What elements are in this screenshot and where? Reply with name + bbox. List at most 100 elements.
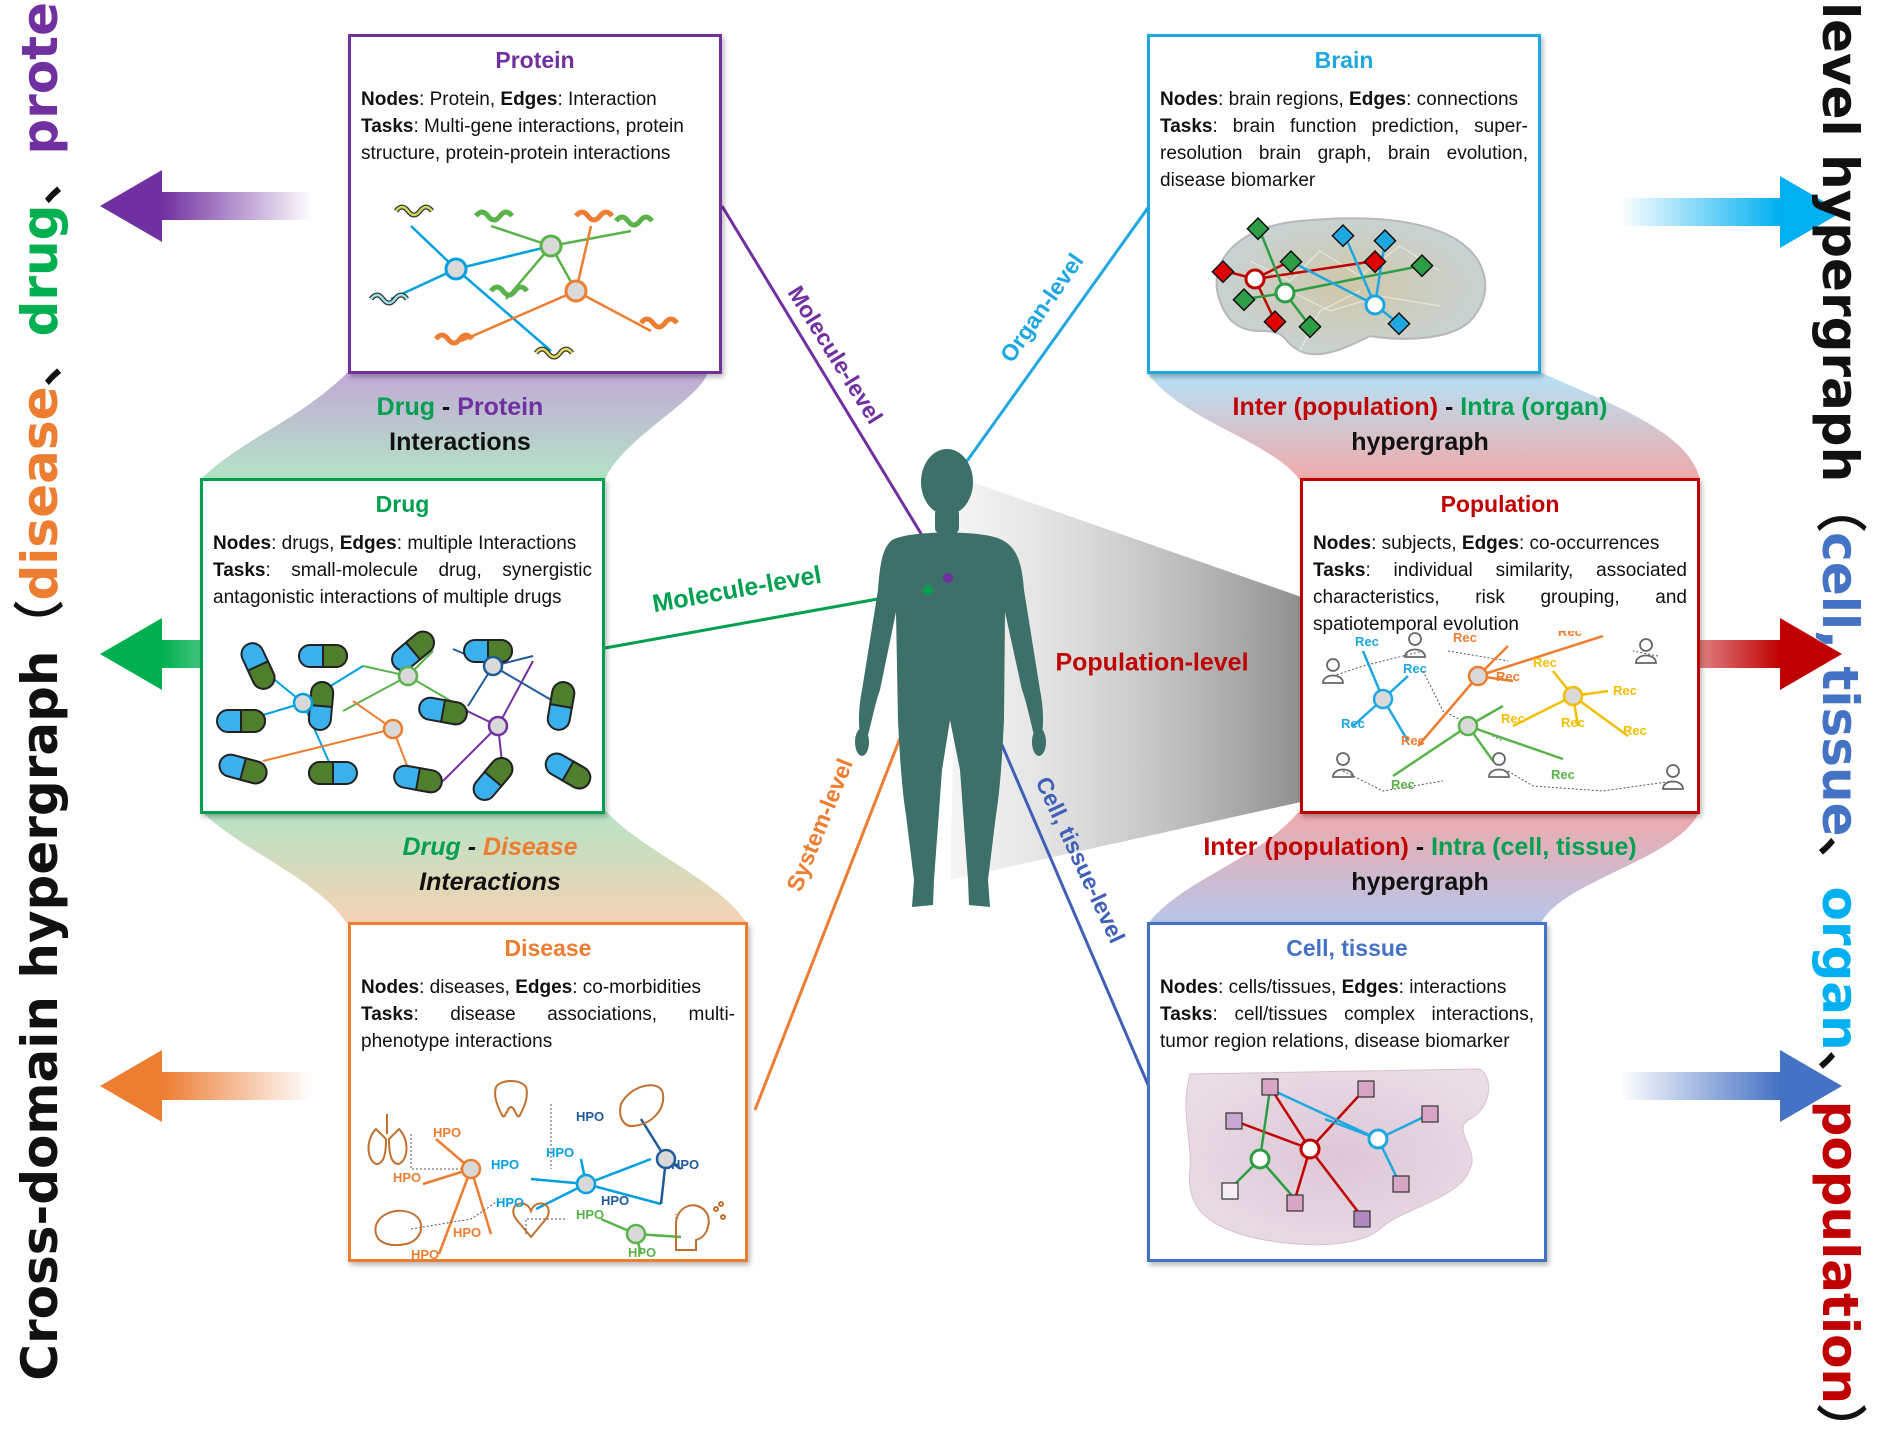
brain-population-band — [1147, 372, 1700, 480]
rec-label: Rec — [1401, 733, 1425, 748]
person-icon — [1332, 752, 1354, 778]
hpo-label: HPO — [671, 1157, 699, 1172]
cell-title: Cell, tissue — [1286, 935, 1408, 961]
person-icon — [1404, 632, 1426, 658]
rec-label: Rec — [1403, 661, 1427, 676]
population-nodes-line: Nodes: subjects, Edges: co-occurrences — [1313, 533, 1660, 554]
hpo-label: HPO — [491, 1157, 519, 1172]
person-icons — [1322, 632, 1684, 790]
right-title-sep2: 、 — [1811, 1050, 1869, 1101]
disease-title: Disease — [504, 935, 592, 961]
molecule-level-drug-line — [604, 588, 929, 650]
right-title-sep1: 、 — [1811, 836, 1869, 887]
population-cone — [950, 478, 1310, 880]
population-cell-band — [1147, 810, 1700, 925]
left-title-protein: protein — [11, 0, 69, 155]
left-title-drug: drug — [11, 204, 69, 337]
brain-title: Brain — [1314, 47, 1374, 73]
rec-label: Rec — [1558, 631, 1582, 639]
population-hypergraph-illustration: Rec Rec Rec Rec Rec Rec Rec Rec Rec Rec … — [1322, 631, 1684, 792]
drug-disease-label: Drug - Disease Interactions — [402, 833, 578, 896]
diagram-canvas — [100, 170, 1842, 1122]
organ-level-line — [950, 197, 1157, 483]
protein-hypergraph-illustration — [369, 204, 679, 360]
protein-helix-icons — [369, 204, 679, 360]
hpo-label: HPO — [601, 1193, 629, 1208]
hpo-label: HPO — [496, 1195, 524, 1210]
protein-title: Protein — [495, 47, 575, 73]
left-title-sep1: 、 — [11, 336, 69, 387]
drug-disease-band — [200, 810, 748, 925]
protein-tasks-line: Tasks: Multi-gene interactions, protein … — [361, 116, 684, 164]
cell-tissue-box: Cell, tissue Nodes: cells/tissues, Edges… — [1147, 922, 1547, 1262]
drug-nodes-line: Nodes: drugs, Edges: multiple Interactio… — [213, 533, 577, 554]
person-icon — [1488, 752, 1510, 778]
tooth-icon — [494, 1080, 528, 1118]
rec-label: Rec — [1341, 716, 1365, 731]
population-box: Population Nodes: subjects, Edges: co-oc… — [1300, 478, 1700, 814]
brain-tasks-line: Tasks: brain function prediction, super-… — [1160, 116, 1528, 191]
right-title-prefix: Cross-level hypergraph（ — [1811, 0, 1869, 533]
disease-organ-icons — [367, 1080, 726, 1251]
drug-box: Drug Nodes: drugs, Edges: multiple Inter… — [200, 478, 605, 814]
arrow-left-disease — [100, 1050, 312, 1122]
rec-label: Rec — [1496, 669, 1520, 684]
brain-box: Brain Nodes: brain regions, Edges: conne… — [1147, 34, 1541, 374]
arrow-right-cell — [1620, 1050, 1842, 1122]
right-title-cell: cell, tissue — [1811, 532, 1869, 837]
rec-label: Rec — [1561, 715, 1585, 730]
arrow-right-organ — [1620, 176, 1842, 248]
head-icon — [675, 1201, 726, 1251]
cell-tasks-line: Tasks: cell/tissues complex interactions… — [1160, 1004, 1534, 1052]
left-title-prefix: Cross-domain hypergraph（ — [11, 600, 69, 1381]
cell-nodes-line: Nodes: cells/tissues, Edges: interaction… — [1160, 977, 1507, 998]
left-title-disease: disease — [11, 386, 69, 601]
person-icon — [1635, 638, 1657, 664]
human-body-icon — [855, 449, 1046, 907]
brain-icon — [374, 1209, 423, 1247]
disease-hypergraph-illustration: HPO HPO HPO HPO HPO HPO HPO HPO HPO HPO … — [367, 1080, 726, 1259]
left-vertical-title: Cross-domain hypergraph（disease、drug、pro… — [11, 0, 69, 1381]
tissue-slide-icon — [1185, 1068, 1490, 1246]
rec-label: Rec — [1391, 777, 1415, 792]
rec-label: Rec — [1533, 655, 1557, 670]
rec-label: Rec — [1551, 767, 1575, 782]
right-title-organ: organ — [1811, 886, 1869, 1051]
drug-hypergraph-illustration — [216, 630, 592, 801]
hpo-label: HPO — [433, 1125, 461, 1140]
left-title-sep2: 、 — [11, 154, 69, 205]
rec-label: Rec — [1501, 711, 1525, 726]
protein-box: Protein Nodes: Protein, Edges: Interacti… — [348, 34, 722, 374]
rec-label: Rec — [1453, 631, 1477, 645]
pill-icons — [216, 630, 592, 801]
hpo-label: HPO — [576, 1109, 604, 1124]
disease-tasks-line: Tasks: disease associations, multi-pheno… — [361, 1004, 735, 1052]
person-icon — [1322, 658, 1344, 684]
person-icon — [1662, 764, 1684, 790]
inter-organ-label: Inter (population) - Intra (organ) hyper… — [1232, 393, 1608, 456]
right-title-suffix: ） — [1811, 1404, 1869, 1454]
disease-nodes-line: Nodes: diseases, Edges: co-morbidities — [361, 977, 702, 998]
inter-cell-label: Inter (population) - Intra (cell, tissue… — [1203, 833, 1637, 896]
hpo-label: HPO — [628, 1245, 656, 1259]
brain-nodes-line: Nodes: brain regions, Edges: connections — [1160, 89, 1519, 110]
rec-label: Rec — [1623, 723, 1647, 738]
population-level-label: Population-level — [1055, 648, 1249, 677]
hpo-label: HPO — [411, 1247, 439, 1259]
arrow-left-protein — [100, 170, 312, 242]
liver-icon — [619, 1084, 665, 1128]
rec-label: Rec — [1355, 634, 1379, 649]
drug-protein-label: Drug - Protein Interactions — [376, 393, 544, 456]
drug-title: Drug — [375, 491, 430, 517]
right-vertical-title: Cross-level hypergraph（cell, tissue、orga… — [1811, 0, 1869, 1454]
hpo-label: HPO — [546, 1145, 574, 1160]
rec-label: Rec — [1613, 683, 1637, 698]
protein-nodes-line: Nodes: Protein, Edges: Interaction — [361, 89, 657, 110]
molecule-level-protein-line — [720, 205, 950, 579]
right-title-population: population — [1811, 1100, 1869, 1405]
heart-icon — [512, 1202, 550, 1239]
cell-hypergraph-illustration — [1185, 1068, 1490, 1246]
drug-protein-band — [200, 372, 708, 480]
lung-icon — [367, 1114, 408, 1166]
hpo-label: HPO — [576, 1207, 604, 1222]
